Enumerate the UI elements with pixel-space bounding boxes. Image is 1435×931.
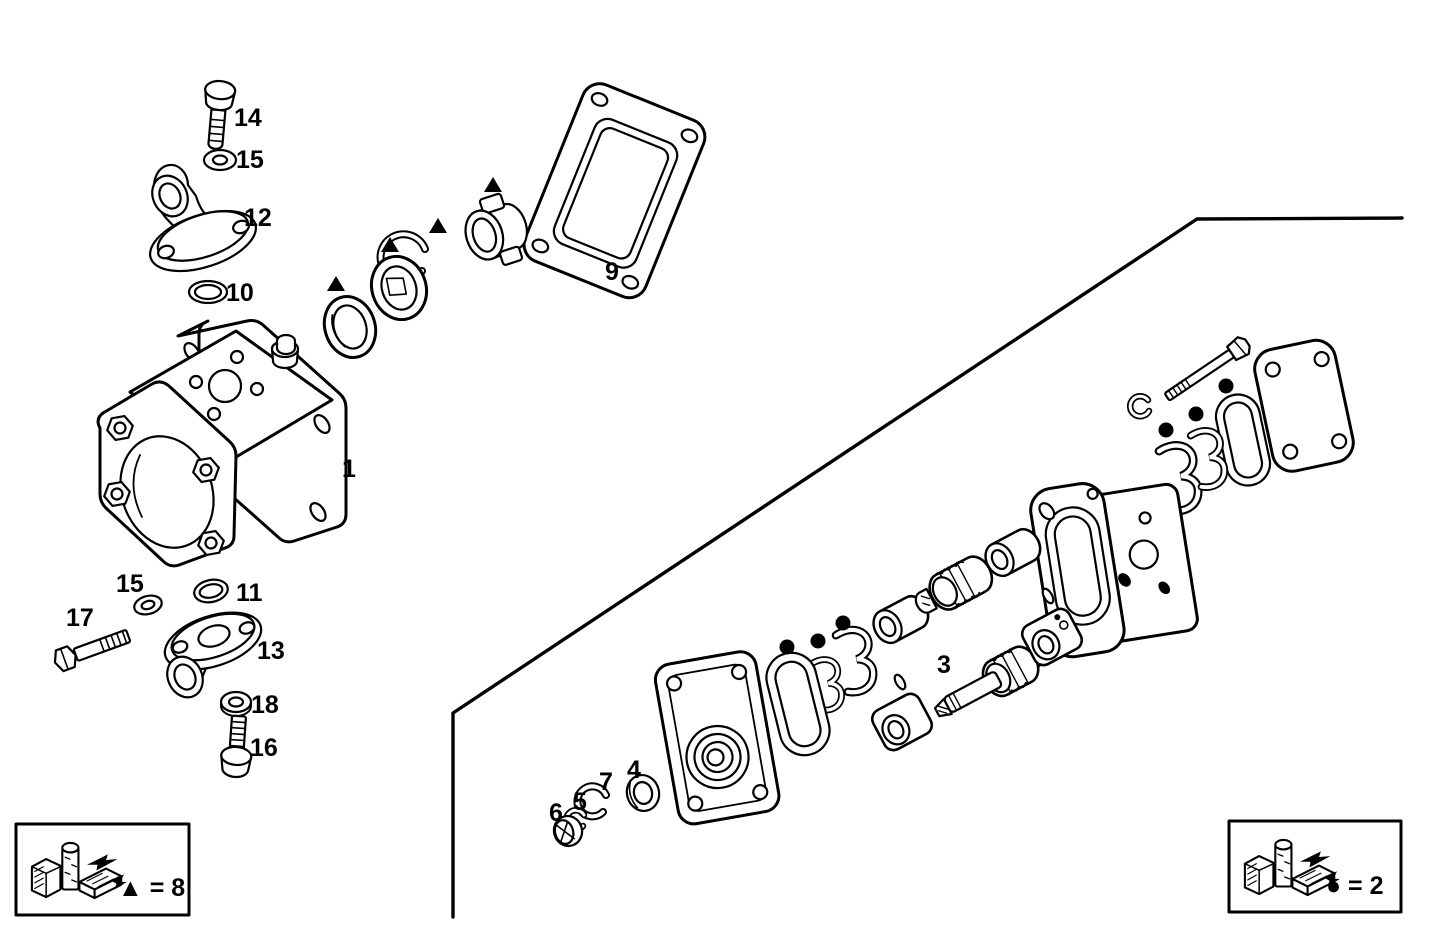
part-label-16: 16 [250,734,278,762]
o-ring-11 [193,578,229,604]
part-label-15-upper: 15 [236,146,264,174]
plug-6 [552,814,584,848]
dot-marker [835,615,851,631]
oval-seal-rear [1214,393,1272,487]
washer-15-lower [133,594,163,616]
part-label-15-lower: 15 [116,570,144,598]
cap-nut [464,192,528,266]
bearing-ring [369,254,429,322]
front-cover [653,650,781,826]
part-label-4: 4 [627,756,641,784]
pump-assembly-1 [96,319,348,568]
bushing-cylindrical-1 [872,594,930,645]
triangle-marker [381,237,399,252]
part-label-3: 3 [937,651,951,679]
part-label-10: 10 [226,279,254,307]
pressure-seal-front-2 [833,626,879,694]
washer-18 [219,690,253,717]
triangle-marker [429,218,447,233]
bolt-16 [220,714,253,779]
washer-15-upper [202,148,238,172]
part-label-6: 6 [549,799,563,827]
shaft-seal [322,295,378,359]
bushing-cylindrical-2 [984,527,1042,578]
driven-gear [914,555,994,614]
part-label-17: 17 [66,604,94,632]
o-ring-10 [187,279,229,305]
triangle-marker [327,276,345,291]
part-label-11: 11 [236,579,263,607]
legend-triangle-text: ▲ = 8 [118,874,185,902]
part-label-18: 18 [251,691,279,719]
gasket-9 [522,82,707,300]
circlip-small [1126,393,1153,420]
dowel-pin-front [893,673,907,691]
dot-marker [1218,378,1234,394]
oval-seal-front [765,651,831,757]
section-divider-line [451,216,1404,919]
part-label-1: 1 [342,455,356,483]
pump-body [1029,482,1199,659]
legend-dot-text: ● = 2 [1326,872,1384,900]
legend-kit-dot: ● = 2 [1227,819,1403,914]
part-label-14: 14 [234,104,262,132]
legend-kit-triangle: ▲ = 8 [14,822,191,917]
bolt-14 [204,79,237,150]
part-label-12: 12 [244,204,272,232]
dot-marker [779,639,795,655]
rear-cover [1253,338,1355,473]
bushing-block-1 [870,692,934,752]
seal-4 [625,774,661,812]
part-label-9: 9 [605,258,619,286]
bushing-block-2 [1020,607,1084,667]
flange-fitting-13 [163,611,263,699]
part-label-7: 7 [599,768,613,796]
dot-marker [1158,422,1174,438]
part-label-13: 13 [257,637,285,665]
part-label-5: 5 [573,788,587,816]
snap-ring-7 [573,782,610,821]
dowel-pin-rear [1041,587,1055,605]
bolt-17 [53,629,132,673]
triangle-marker [484,177,502,192]
bolt-long [1164,336,1251,402]
elbow-fitting-12 [148,163,258,273]
dot-marker [810,633,826,649]
dot-marker [1188,406,1204,422]
